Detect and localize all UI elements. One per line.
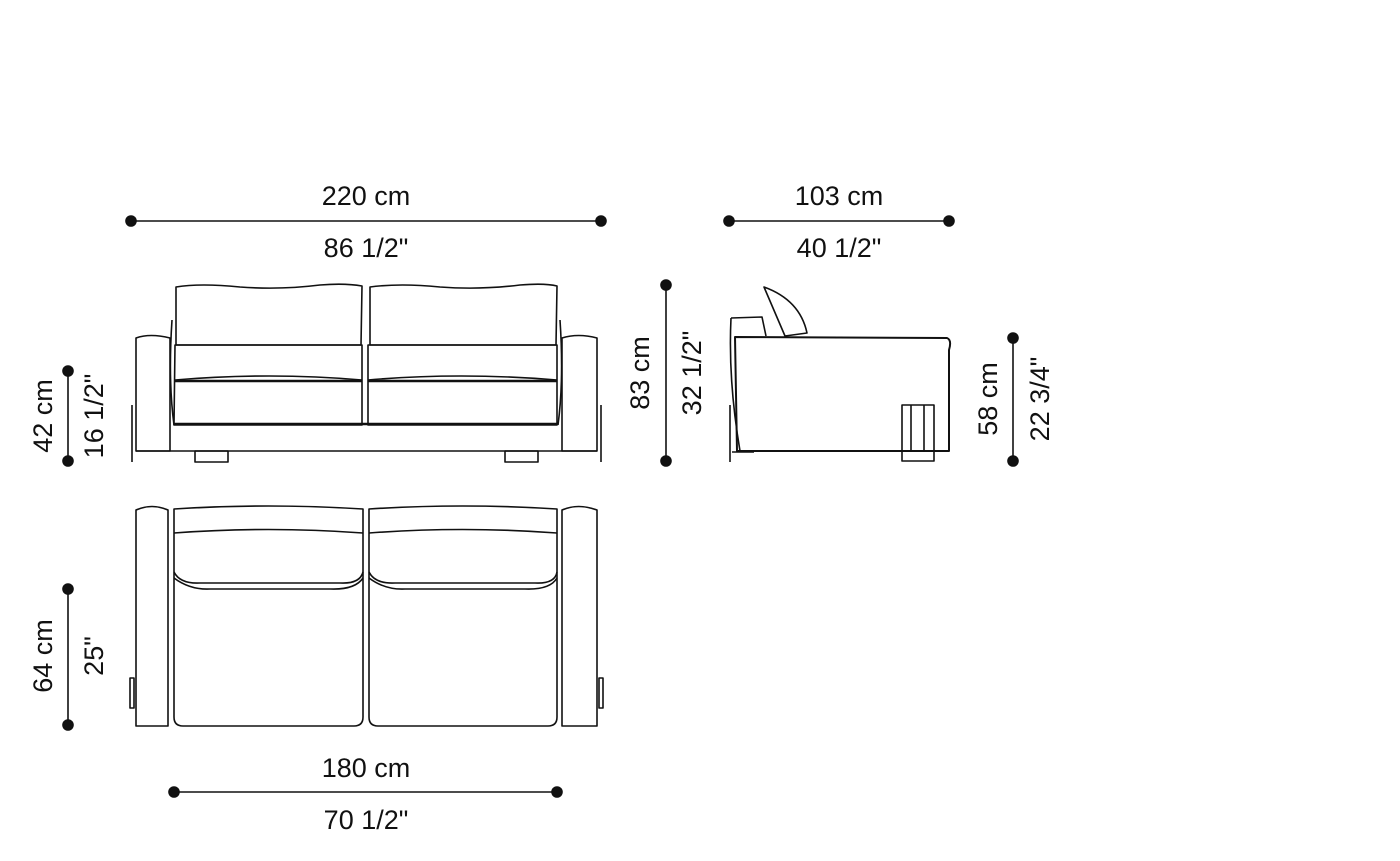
overall-depth-cm: 103 cm (794, 181, 884, 211)
seat-height-cm: 42 cm (28, 379, 58, 453)
seat-width-in: 70 1/2" (323, 805, 409, 835)
overall-width-in: 86 1/2" (323, 233, 409, 263)
seat-depth-cm: 64 cm (28, 619, 58, 693)
overall-height-in: 32 1/2" (677, 330, 707, 416)
seat-width-cm: 180 cm (321, 753, 411, 783)
seat-depth-in: 25" (79, 636, 109, 676)
dimension-lines (62, 215, 1019, 798)
overall-depth-in: 40 1/2" (796, 233, 882, 263)
seat-height-in: 16 1/2" (79, 373, 109, 459)
arm-height-cm: 58 cm (973, 362, 1003, 436)
front-view (131, 283, 602, 463)
arm-height-in: 22 3/4" (1025, 356, 1055, 442)
side-view (729, 286, 952, 462)
overall-width-cm: 220 cm (321, 181, 411, 211)
overall-height-cm: 83 cm (625, 336, 655, 410)
top-view (129, 505, 604, 727)
